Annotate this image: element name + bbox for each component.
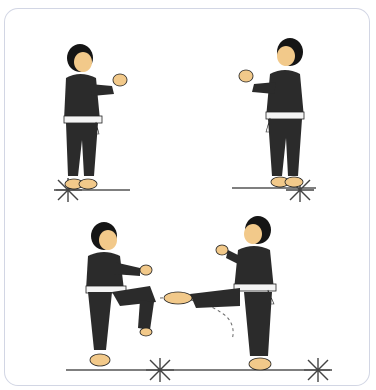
hand bbox=[216, 245, 228, 255]
face bbox=[244, 224, 262, 244]
foot bbox=[249, 358, 271, 370]
face bbox=[277, 46, 295, 66]
kicking-foot bbox=[164, 292, 192, 304]
legs bbox=[66, 123, 98, 176]
torso bbox=[234, 246, 274, 290]
torso bbox=[266, 70, 304, 118]
foot-marker bbox=[146, 358, 174, 382]
standing-leg bbox=[244, 292, 272, 356]
raised-shin bbox=[138, 300, 154, 330]
arm bbox=[90, 84, 114, 96]
foot bbox=[79, 179, 97, 189]
standing-leg bbox=[88, 292, 112, 350]
hand bbox=[140, 265, 152, 275]
foot bbox=[285, 177, 303, 187]
belt bbox=[234, 284, 276, 291]
face bbox=[99, 230, 117, 250]
figure-top-left bbox=[54, 44, 130, 202]
belt bbox=[266, 112, 304, 119]
kicking-leg bbox=[190, 288, 240, 308]
figure-top-right bbox=[232, 38, 316, 202]
face bbox=[74, 52, 92, 72]
foot bbox=[140, 328, 152, 336]
belt bbox=[64, 116, 102, 123]
hands bbox=[239, 70, 253, 82]
figure-bottom-right bbox=[164, 216, 276, 370]
torso bbox=[64, 74, 100, 120]
foot-marker bbox=[304, 358, 332, 382]
foot bbox=[90, 354, 110, 366]
legs bbox=[268, 119, 302, 176]
hands bbox=[113, 74, 127, 86]
arm bbox=[252, 82, 276, 94]
figure-bottom-left bbox=[86, 222, 156, 366]
arm bbox=[114, 262, 140, 276]
